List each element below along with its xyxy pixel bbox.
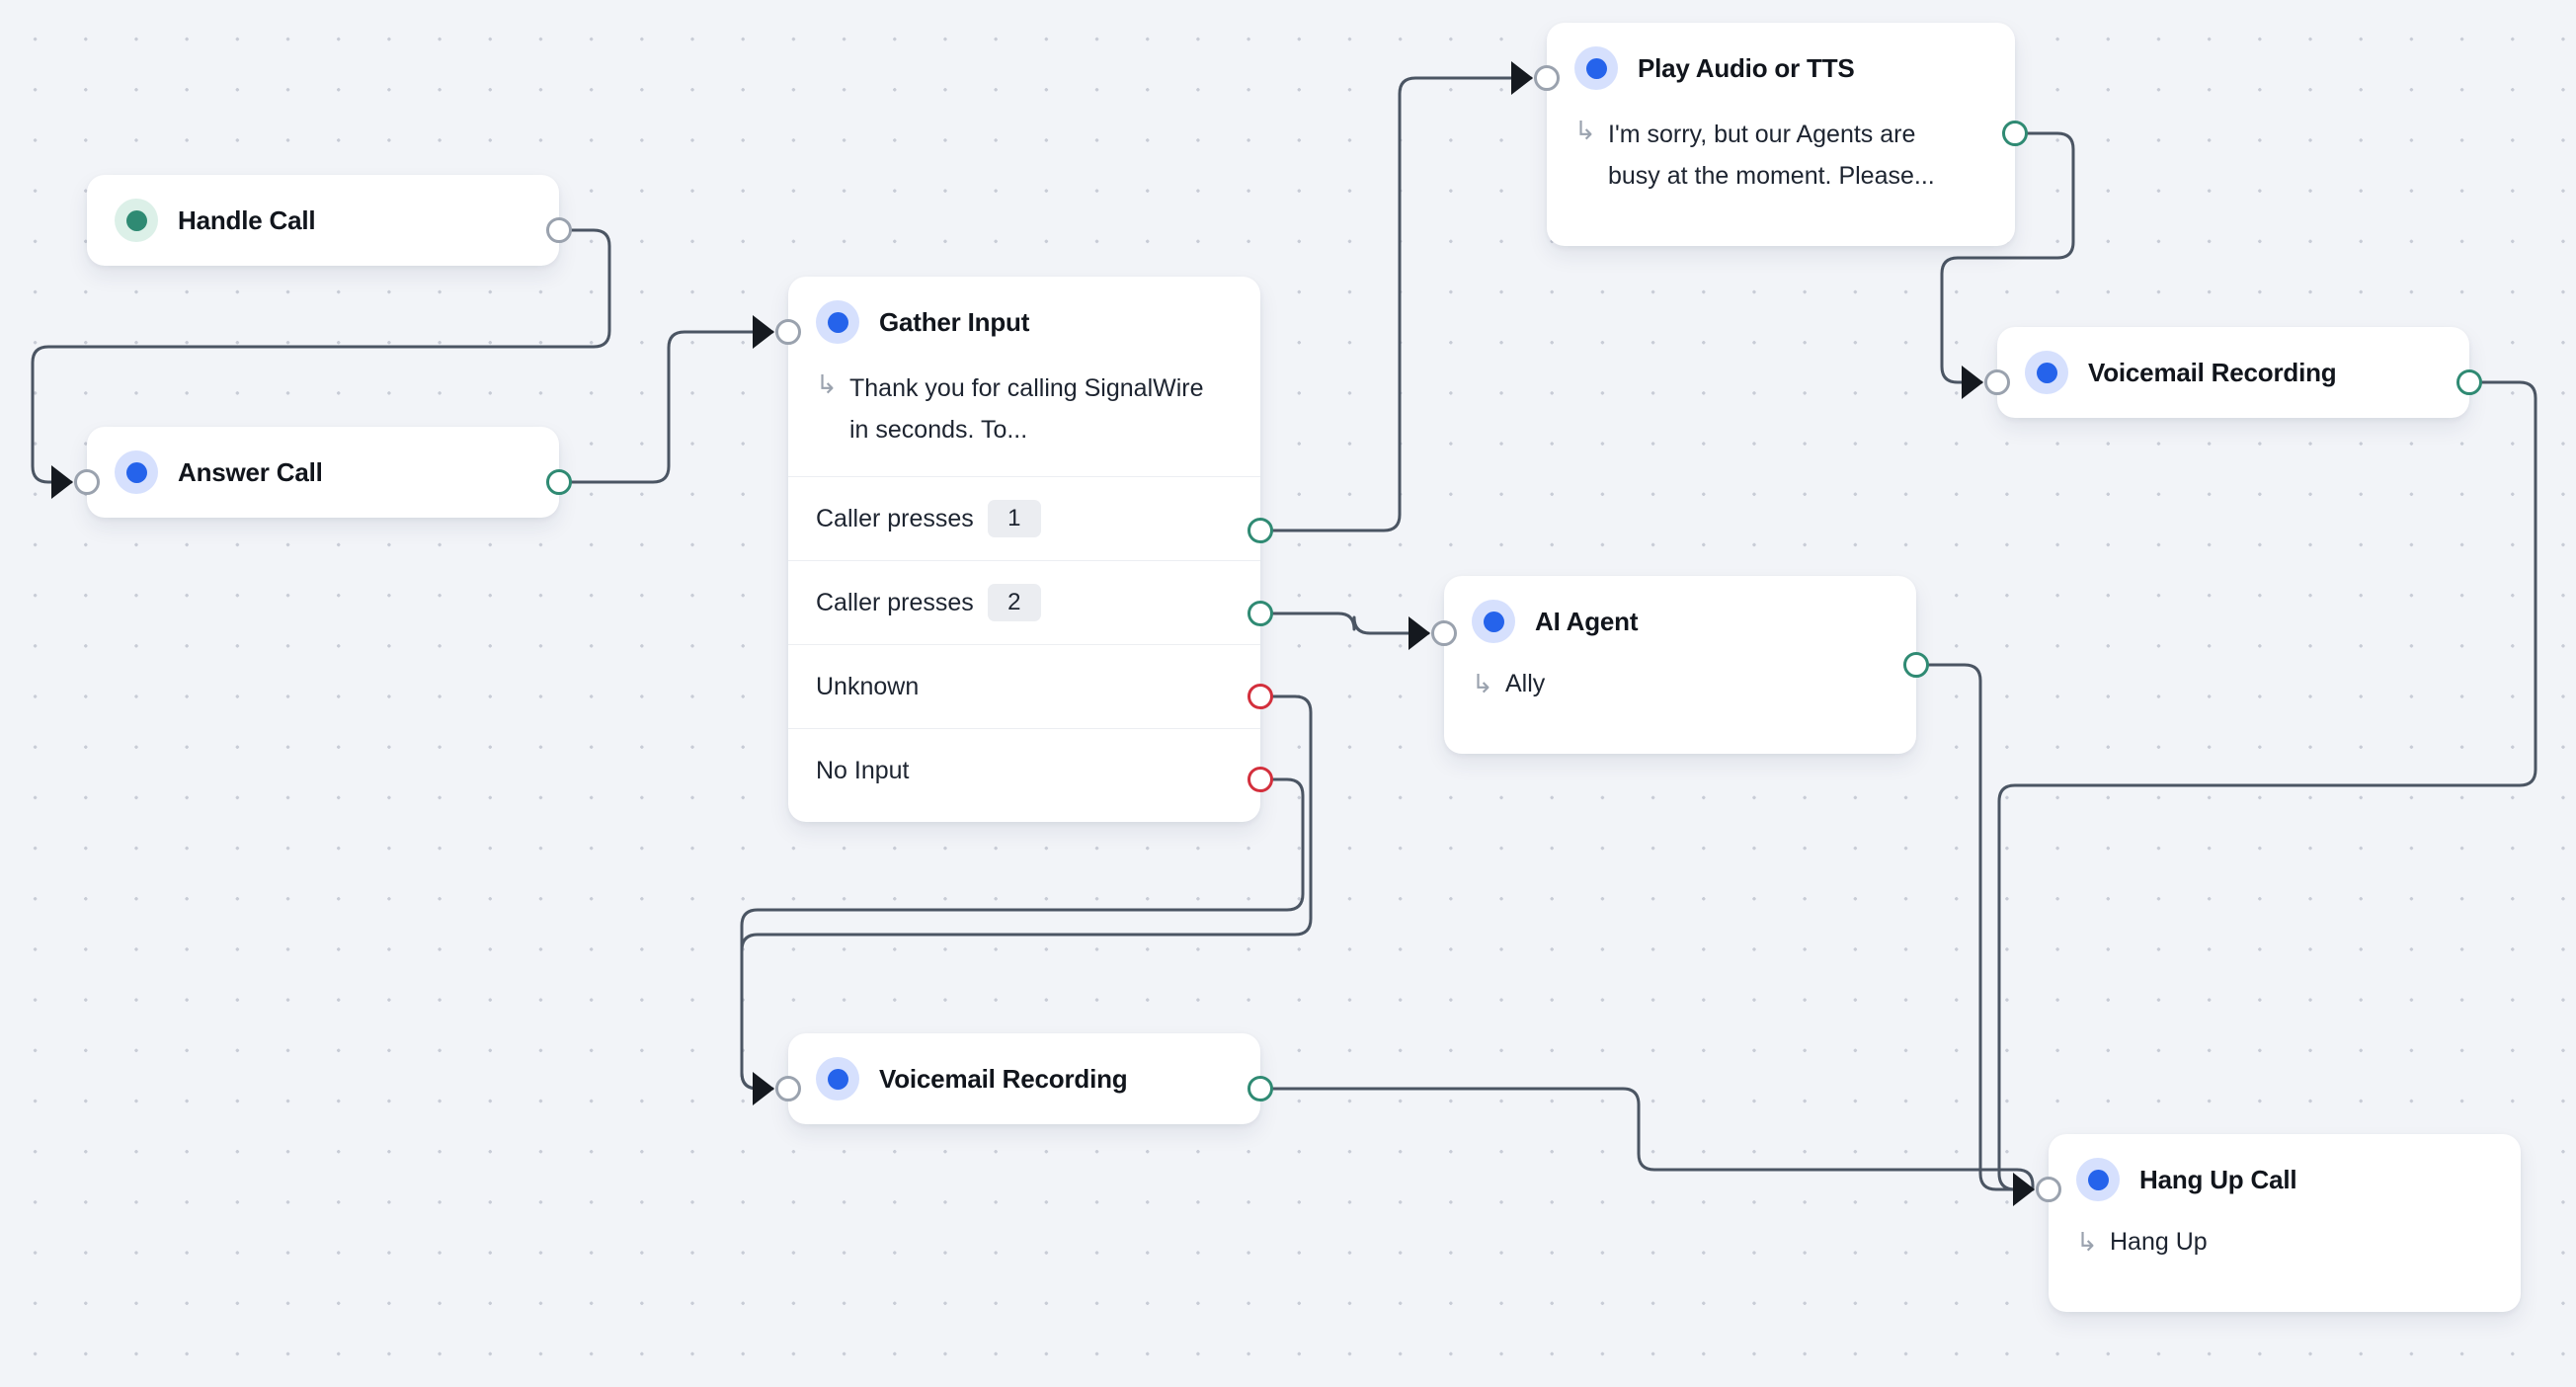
node-subtitle-row: ↳ Thank you for calling SignalWire in sec… [788,367,1260,476]
subtitle-arrow-icon: ↳ [2076,1227,2098,1257]
node-subtitle: Thank you for calling SignalWire in seco… [849,374,1204,444]
node-status-dot-icon [1472,600,1515,643]
choice-label: Caller presses [816,504,974,532]
node-header: Gather Input [788,277,1260,367]
subtitle-arrow-icon: ↳ [1574,116,1596,145]
node-voicemail-recording-bottom[interactable]: Voicemail Recording [788,1033,1260,1124]
output-port[interactable] [1903,652,1929,678]
node-status-dot-icon [2076,1158,2120,1201]
node-header: Hang Up Call [2049,1134,2521,1225]
subtitle-arrow-icon: ↳ [1472,669,1493,698]
node-title: Answer Call [178,456,323,487]
node-header: Handle Call [87,175,559,266]
node-status-dot-icon [816,300,859,344]
output-port[interactable] [546,217,572,243]
choice-output-port[interactable] [1248,601,1273,626]
edge-play-to-voicemail-top[interactable] [1940,131,2075,384]
node-subtitle-row: ↳ Ally [1444,667,1916,726]
node-title: Hang Up Call [2139,1164,2297,1194]
node-gather-input[interactable]: Gather Input ↳ Thank you for calling Signa… [788,277,1260,822]
choice-label: Caller presses [816,588,974,616]
edge-arrow-icon [1511,61,1533,95]
node-header: Play Audio or TTS [1547,23,2015,114]
node-title: Voicemail Recording [879,1063,1128,1094]
choice-output-port[interactable] [1248,518,1273,543]
node-status-dot-icon [1574,46,1618,90]
edge-arrow-icon [753,1072,774,1105]
choice-row[interactable]: No Input [788,728,1260,812]
node-subtitle: I'm sorry, but our Agents are busy at th… [1608,121,1935,190]
node-subtitle-row: ↳ I'm sorry, but our Agents are busy at t… [1547,114,2015,222]
node-subtitle: Ally [1505,670,1546,697]
choice-label: Unknown [816,672,920,700]
input-port[interactable] [74,469,100,495]
choice-key-badge: 1 [987,500,1041,537]
node-hang-up-call[interactable]: Hang Up Call ↳ Hang Up [2049,1134,2521,1312]
edge-arrow-icon [753,315,774,349]
node-status-dot-icon [2025,351,2068,394]
input-port[interactable] [1431,620,1457,646]
edge-answer-to-gather[interactable] [570,330,774,484]
input-port[interactable] [1984,369,2010,395]
node-header: Answer Call [87,427,559,518]
edge-ai-agent-to-hangup[interactable] [1927,663,2035,1191]
edge-gather1-to-play[interactable] [1271,76,1533,532]
edge-gather2-to-ai-agent[interactable] [1271,612,1430,635]
edge-arrow-icon [2013,1173,2035,1206]
output-port[interactable] [1248,1076,1273,1101]
edge-handle-to-answer[interactable] [31,228,611,484]
node-handle-call[interactable]: Handle Call [87,175,559,266]
edge-voicemail-top-to-hangup[interactable] [1997,380,2537,1191]
choice-row[interactable]: Caller presses 1 [788,476,1260,560]
choice-key-badge: 2 [987,584,1041,621]
choice-label: No Input [816,756,910,784]
node-subtitle: Hang Up [2110,1228,2208,1256]
node-title: Voicemail Recording [2088,357,2337,387]
node-title: Gather Input [879,306,1030,337]
node-answer-call[interactable]: Answer Call [87,427,559,518]
choice-row[interactable]: Caller presses 2 [788,560,1260,644]
input-port[interactable] [775,1076,801,1101]
subtitle-arrow-icon: ↳ [816,369,838,399]
node-header: AI Agent [1444,576,1916,667]
node-header: Voicemail Recording [788,1033,1260,1124]
node-status-dot-icon [115,199,158,242]
node-title: AI Agent [1535,606,1639,636]
node-subtitle-row: ↳ Hang Up [2049,1225,2521,1284]
node-title: Play Audio or TTS [1638,52,1855,83]
choice-row[interactable]: Unknown [788,644,1260,728]
node-ai-agent[interactable]: AI Agent ↳ Ally [1444,576,1916,754]
edge-arrow-icon [51,465,73,499]
input-port[interactable] [1534,65,1560,91]
choice-output-port[interactable] [1248,767,1273,792]
node-voicemail-recording-top[interactable]: Voicemail Recording [1997,327,2469,418]
node-status-dot-icon [816,1057,859,1101]
node-play-audio-or-tts[interactable]: Play Audio or TTS ↳ I'm sorry, but our Age… [1547,23,2015,246]
output-port[interactable] [2002,121,2028,146]
node-header: Voicemail Recording [1997,327,2469,418]
choice-output-port[interactable] [1248,684,1273,709]
input-port[interactable] [2036,1177,2061,1202]
output-port[interactable] [2456,369,2482,395]
edge-voicemail-bottom-to-hangup[interactable] [1271,1087,2035,1191]
input-port[interactable] [775,319,801,345]
edge-arrow-icon [1409,616,1430,650]
edge-arrow-icon [1962,366,1983,399]
node-title: Handle Call [178,204,316,235]
edge-gather-noinput-to-voicemail-bottom[interactable] [740,777,1305,1091]
node-status-dot-icon [115,450,158,494]
output-port[interactable] [546,469,572,495]
